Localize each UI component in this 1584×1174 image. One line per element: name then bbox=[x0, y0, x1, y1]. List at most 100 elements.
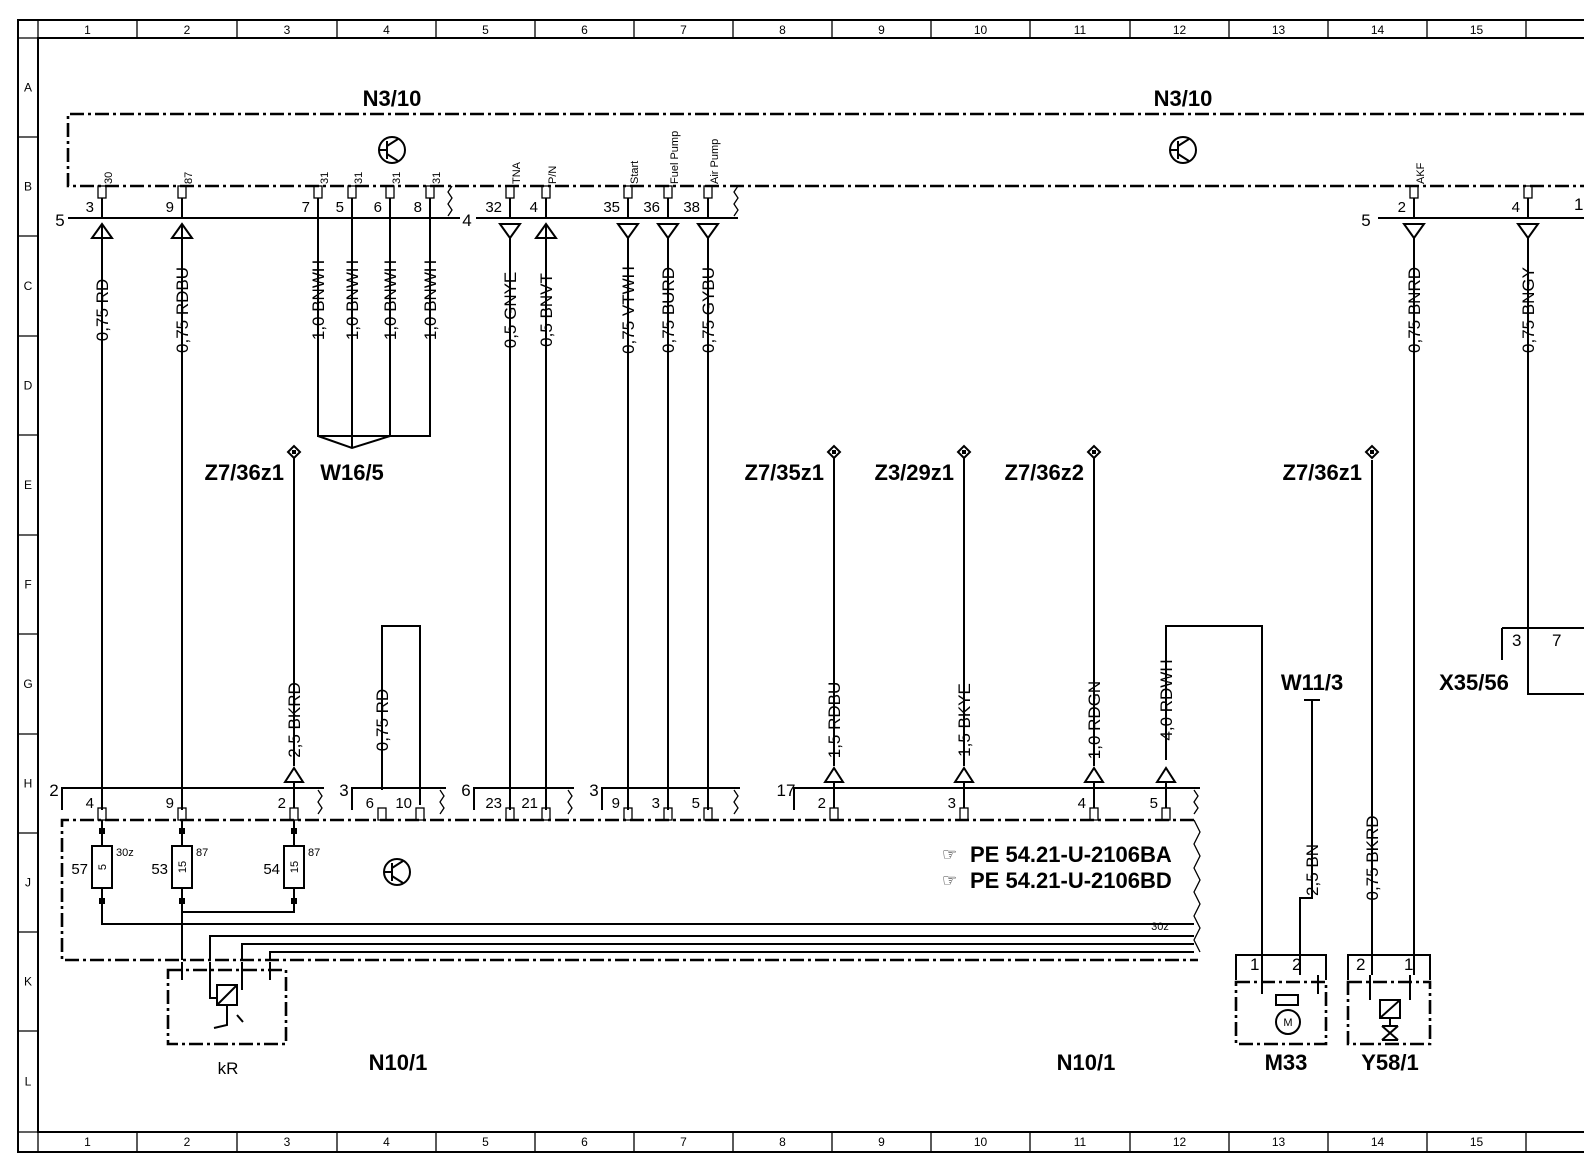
grid-column-label: 15 bbox=[1470, 1135, 1484, 1149]
wire-label: 1,0 BNWH bbox=[381, 260, 400, 340]
pin-number: 1 bbox=[1574, 195, 1583, 214]
connector-number: 2 bbox=[49, 781, 58, 800]
ground-reference-label: Z7/36z1 bbox=[1283, 460, 1363, 485]
ground-reference-label: Z7/36z1 bbox=[205, 460, 285, 485]
svg-text:☞: ☞ bbox=[942, 871, 957, 890]
pin-number: 4 bbox=[1512, 199, 1520, 216]
reference-2: PE 54.21-U-2106BD bbox=[970, 868, 1172, 893]
pin-number: 2 bbox=[818, 795, 826, 812]
pin-signal: Start bbox=[629, 161, 641, 184]
connector-number: 5 bbox=[55, 211, 64, 230]
pin-number: 3 bbox=[948, 795, 956, 812]
ground-reference: Z7/36z2 bbox=[1005, 444, 1102, 766]
pin-number: 21 bbox=[521, 795, 538, 812]
wire-label: 0,75 BURD bbox=[659, 267, 678, 353]
reference-note: ☞ PE 54.21-U-2106BA bbox=[942, 842, 1172, 867]
y58-pin: 1 bbox=[1404, 955, 1413, 974]
housing-break-left bbox=[1193, 819, 1201, 953]
bus-label: 30z bbox=[1151, 921, 1169, 933]
pin-number: 5 bbox=[1150, 795, 1158, 812]
pin-number: 5 bbox=[692, 795, 700, 812]
ground-reference: Z7/36z1 bbox=[205, 444, 302, 766]
grid-column-label: 2 bbox=[184, 1135, 191, 1149]
pin-31: 6 31 1,0 BNWH bbox=[374, 172, 403, 340]
wire-label: 0,75 GYBU bbox=[699, 267, 718, 353]
ground-reference-label: Z7/36z2 bbox=[1005, 460, 1085, 485]
grid-row-label: B bbox=[24, 180, 32, 194]
grid-column-label: 11 bbox=[1074, 1135, 1087, 1149]
signal-arrow bbox=[823, 766, 845, 808]
pin-number: 4 bbox=[1078, 795, 1086, 812]
pin-number: 5 bbox=[336, 199, 344, 216]
ground-reference: Z7/36z1 bbox=[1283, 444, 1380, 485]
ground-wire bbox=[1299, 699, 1320, 975]
pin-number: 6 bbox=[374, 199, 382, 216]
control-unit-symbol bbox=[378, 136, 406, 164]
connector-number: 17 bbox=[777, 781, 796, 800]
grid-column-label: 13 bbox=[1272, 23, 1286, 37]
pin-number: 3 bbox=[652, 795, 660, 812]
m33-pin: 1 bbox=[1250, 955, 1259, 974]
signal-arrow bbox=[1155, 766, 1177, 808]
relay-terminal: 30z bbox=[116, 847, 134, 859]
grid-row-label: D bbox=[24, 379, 33, 393]
w11-3-label: W11/3 bbox=[1281, 670, 1343, 695]
wire-label: 2,5 BN bbox=[1303, 844, 1322, 896]
y58-1-label: Y58/1 bbox=[1361, 1050, 1419, 1075]
pin-number: 3 bbox=[86, 199, 94, 216]
n10-1-housing bbox=[60, 818, 1198, 962]
grid-column-label: 13 bbox=[1272, 1135, 1286, 1149]
wire-label: 1,5 RDBU bbox=[825, 682, 844, 759]
connector-number: 5 bbox=[1361, 211, 1370, 230]
grid-row-label: K bbox=[24, 975, 32, 989]
pin-signal: TNA bbox=[511, 161, 523, 184]
pin-30: 3 30 0,75 RD bbox=[86, 172, 115, 810]
pin-signal: 31 bbox=[391, 172, 403, 184]
grid-row-label: E bbox=[24, 478, 32, 492]
wire-label: 1,0 BNWH bbox=[309, 260, 328, 340]
relay-fuse: 5 bbox=[97, 864, 109, 870]
pin-number: 2 bbox=[1398, 199, 1406, 216]
pin-signal: P/N bbox=[547, 166, 559, 184]
pin-signal: AKF bbox=[1415, 162, 1427, 184]
signal-arrow bbox=[283, 766, 305, 808]
ground-bundle bbox=[317, 340, 431, 450]
ground-reference: Z3/29z1 bbox=[875, 444, 972, 766]
pin-number: 6 bbox=[366, 795, 374, 812]
grid-column-label: 14 bbox=[1371, 23, 1385, 37]
wire-label: 0,75 RD bbox=[93, 279, 112, 341]
wire-label: 2,5 BKRD bbox=[285, 682, 304, 758]
grid-column-label: 10 bbox=[974, 1135, 988, 1149]
pin-signal: 31 bbox=[319, 172, 331, 184]
relay-terminal: 87 bbox=[196, 847, 208, 859]
n3-10-label-right: N3/10 bbox=[1154, 86, 1213, 111]
pin-number: 4 bbox=[530, 199, 538, 216]
grid-row-label: L bbox=[25, 1075, 32, 1089]
grid-row-label: F bbox=[24, 578, 31, 592]
grid-column-label: 3 bbox=[284, 1135, 291, 1149]
grid-column-label: 7 bbox=[680, 1135, 687, 1149]
pin-number: 35 bbox=[603, 199, 620, 216]
relay-number: 53 bbox=[151, 861, 168, 878]
x35-56-label: X35/56 bbox=[1439, 670, 1509, 695]
grid-column-label: 6 bbox=[581, 1135, 588, 1149]
wire-label: 1,0 RDGN bbox=[1085, 681, 1104, 759]
pin-p-n: 4P/N0,5 BNVT bbox=[530, 166, 559, 810]
pin-signal: 30 bbox=[103, 172, 115, 184]
grid-row-label: J bbox=[25, 876, 31, 890]
pin-number: 36 bbox=[643, 199, 660, 216]
kr-relay bbox=[166, 962, 288, 1046]
n10-1-label-left: N10/1 bbox=[369, 1050, 428, 1075]
pin-signal: Air Pump bbox=[709, 139, 721, 184]
grid-column-label: 7 bbox=[680, 23, 687, 37]
pin-signal: 87 bbox=[183, 172, 195, 184]
